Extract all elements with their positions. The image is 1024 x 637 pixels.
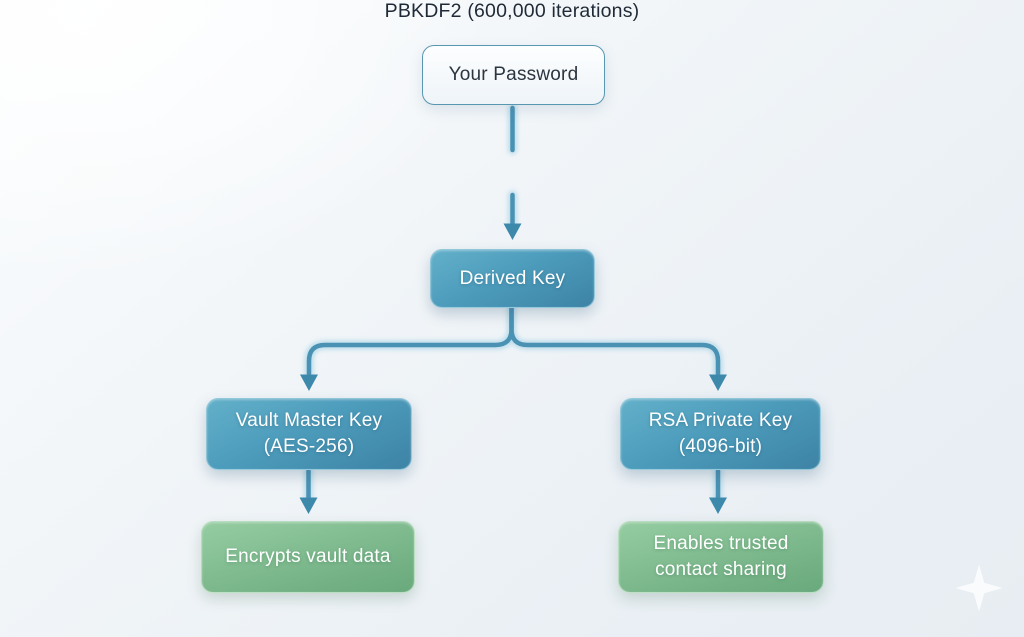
node-trusted-contact-sharing-line2: contact sharing xyxy=(655,559,787,580)
node-trusted-contact-sharing-line1: Enables trusted xyxy=(653,533,789,554)
node-encrypts-vault-data: Encrypts vault data xyxy=(201,521,415,593)
node-vault-master-key-line1: Vault Master Key xyxy=(235,410,383,431)
arrowheads xyxy=(299,223,727,514)
connector-main xyxy=(306,105,721,501)
edge-derived-to-rsa xyxy=(509,303,721,377)
edge-derived-to-vault xyxy=(306,303,514,377)
node-derived-key: Derived Key xyxy=(430,249,595,308)
node-rsa-private-key-line2: (4096-bit) xyxy=(678,436,763,457)
node-derived-key-label: Derived Key xyxy=(459,267,566,289)
arrow-down-icon xyxy=(503,223,522,240)
edge-label-pbkdf2: PBKDF2 (600,000 iterations) xyxy=(384,0,640,22)
arrow-down-icon xyxy=(709,374,727,391)
node-vault-master-key: Vault Master Key (AES-256) xyxy=(206,398,412,470)
node-rsa-private-key-line1: RSA Private Key xyxy=(648,410,793,431)
node-your-password: Your Password xyxy=(422,45,605,105)
arrow-down-icon xyxy=(709,497,727,514)
node-vault-master-key-line2: (AES-256) xyxy=(263,436,355,457)
node-your-password-label: Your Password xyxy=(448,64,579,85)
node-trusted-contact-sharing: Enables trusted contact sharing xyxy=(618,521,824,593)
node-rsa-private-key: RSA Private Key (4096-bit) xyxy=(620,398,821,470)
node-encrypts-vault-data-label: Encrypts vault data xyxy=(225,546,391,567)
arrow-down-icon xyxy=(299,497,318,514)
arrow-down-icon xyxy=(300,374,318,391)
